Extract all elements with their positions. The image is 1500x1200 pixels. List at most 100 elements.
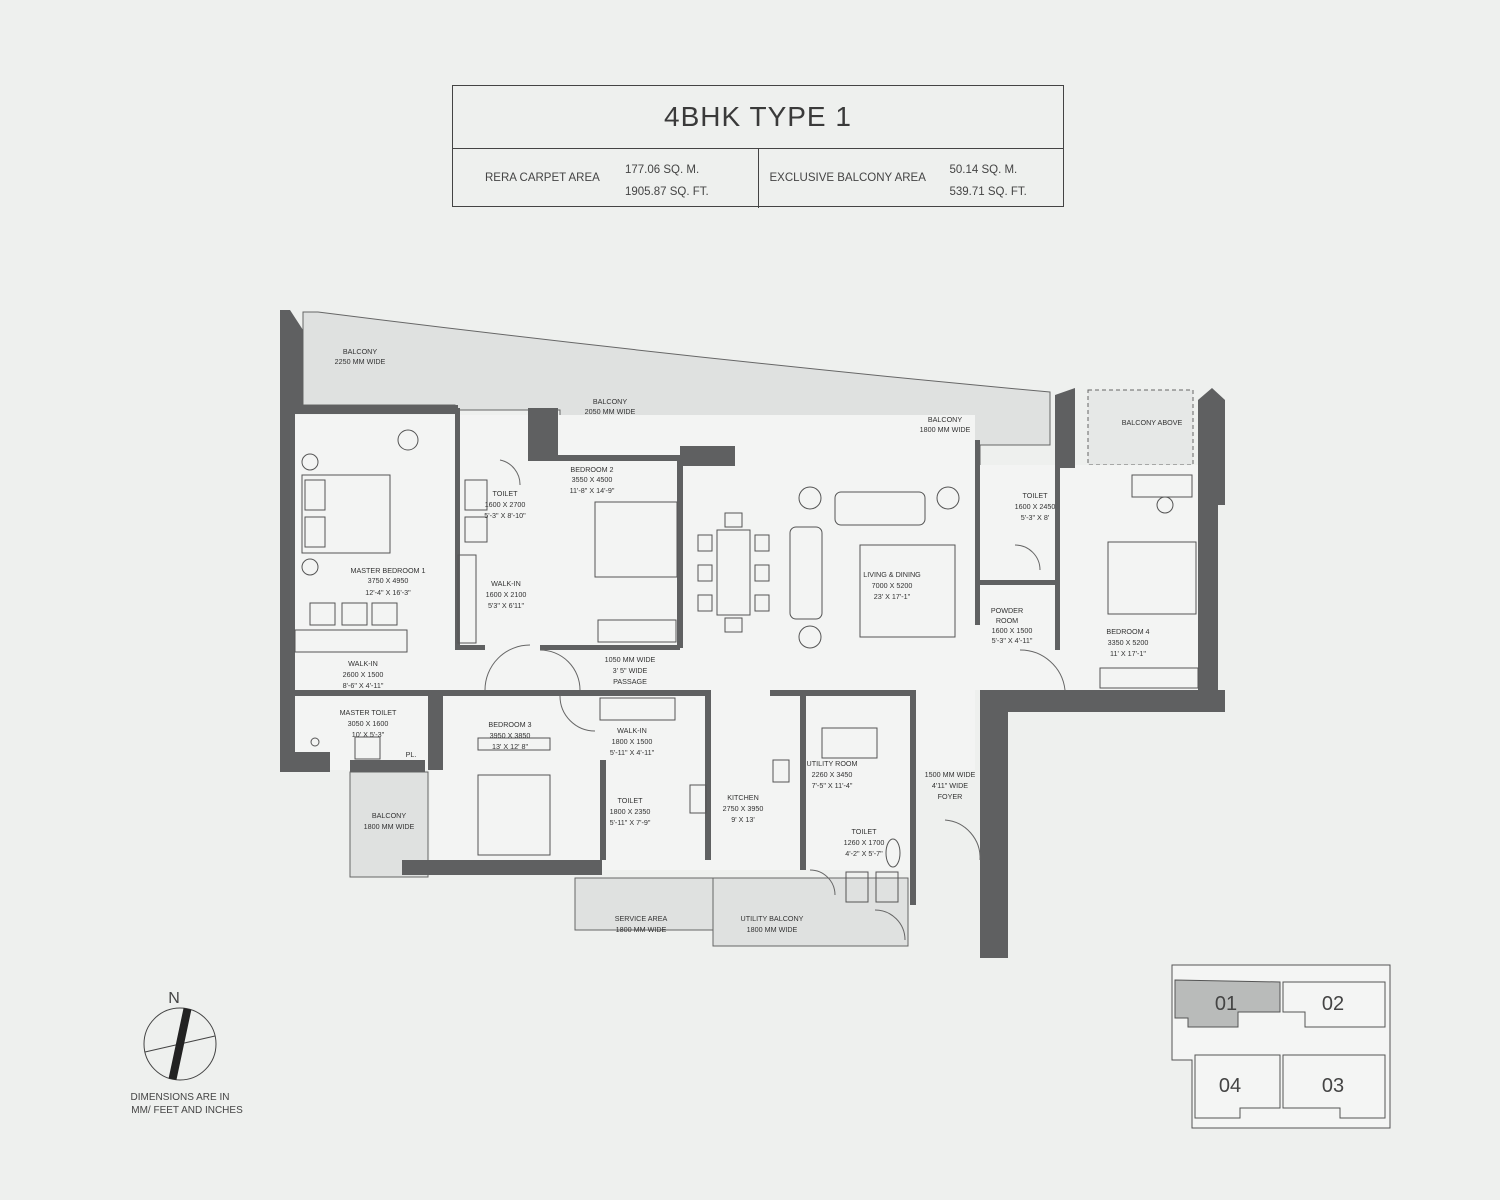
toilet-4-mm: 1600 X 2450	[1015, 502, 1056, 511]
utility-balcony-name: UTILITY BALCONY	[741, 914, 804, 923]
bedroom-2-name: BEDROOM 2	[570, 465, 613, 474]
key-unit-01-label: 01	[1215, 993, 1237, 1015]
bedroom-3-mm: 3950 X 3850	[490, 731, 531, 740]
toilet-3-ft: 5'-11" X 7'-9"	[610, 818, 651, 827]
utility-room-ft: 7'-5" X 11'-4"	[812, 781, 853, 790]
bed-3	[477, 774, 551, 856]
bedroom-4-name: BEDROOM 4	[1106, 627, 1149, 636]
balcony-bottom-left-size: 1800 MM WIDE	[364, 822, 415, 831]
key-unit-04-label: 04	[1219, 1075, 1241, 1097]
walkin-3-mm: 1800 X 1500	[612, 737, 653, 746]
balcony-right-name: BALCONY	[928, 415, 963, 424]
balcony-top-name: BALCONY	[343, 347, 378, 356]
toilet-u-name: TOILET	[851, 827, 877, 836]
toilet-3-mm: 1800 X 2350	[610, 807, 651, 816]
key-unit-02	[1282, 981, 1386, 1028]
balcony-right-size: 1800 MM WIDE	[920, 425, 971, 434]
bed-2	[594, 501, 678, 578]
kitchen-ft: 9' X 13'	[731, 815, 755, 824]
carpet-area-sqm: 177.06 SQ. M.	[625, 164, 700, 176]
key-plan: 01 02 04 03	[1171, 964, 1391, 1129]
utility-room-name: UTILITY ROOM	[807, 759, 858, 768]
bedroom-2-ft: 11'-8" X 14'-9"	[570, 486, 615, 495]
service-area-shape	[574, 877, 714, 931]
key-unit-02-label: 02	[1322, 993, 1344, 1015]
bedroom-4-mm: 3350 X 5200	[1108, 638, 1149, 647]
master-bed	[301, 474, 391, 554]
walkin-3-ft: 5'-11" X 4'-11"	[610, 748, 655, 757]
key-unit-03-label: 03	[1322, 1075, 1344, 1097]
compass: N DIMENSIONS ARE IN MM/ FEET AND INCHES	[131, 990, 244, 1116]
passage-line-3: PASSAGE	[613, 677, 647, 686]
powder-room-name: POWDER	[991, 606, 1023, 615]
walkin-master-ft: 8'-6" X 4'-11"	[343, 681, 384, 690]
balcony-above-name: BALCONY ABOVE	[1122, 418, 1183, 427]
living-dining-mm: 7000 X 5200	[872, 581, 913, 590]
carpet-area-cell: RERA CARPET AREA 177.06 SQ. M. 1905.87 S…	[453, 149, 758, 208]
balcony-mid-name: BALCONY	[593, 397, 628, 406]
toilet-3-name: TOILET	[617, 796, 643, 805]
service-area-size: 1800 MM WIDE	[616, 925, 667, 934]
sofa-left	[789, 526, 823, 620]
powder-room-name2: ROOM	[996, 616, 1018, 625]
toilet-4-ft: 5'-3" X 8'	[1021, 513, 1050, 522]
dimensions-note-line-1: DIMENSIONS ARE IN	[131, 1092, 230, 1103]
master-bedroom-mm: 3750 X 4950	[368, 576, 409, 585]
wall-right-pillar	[1055, 388, 1075, 468]
walls	[280, 310, 1225, 958]
balcony-above-shape	[1087, 389, 1194, 466]
powder-room-ft: 5'-3" X 4'-11"	[992, 636, 1033, 645]
walkin-3-name: WALK-IN	[617, 726, 647, 735]
north-label: N	[168, 990, 180, 1007]
walkin-1-name: WALK-IN	[491, 579, 521, 588]
utility-balcony-size: 1800 MM WIDE	[747, 925, 798, 934]
area-row: RERA CARPET AREA 177.06 SQ. M. 1905.87 S…	[453, 149, 1063, 208]
unit-type-title: 4BHK TYPE 1	[453, 86, 1063, 149]
door-swings	[484, 459, 1066, 941]
balcony-area-label: EXCLUSIVE BALCONY AREA	[769, 172, 926, 184]
carpet-area-sqft: 1905.87 SQ. FT.	[625, 186, 709, 198]
utility-balcony-shape	[712, 877, 909, 947]
toilet-1-mm: 1600 X 2700	[485, 500, 526, 509]
wall-left-pillar	[280, 310, 303, 405]
toilet-u-ft: 4'-2" X 5'-7"	[845, 849, 883, 858]
balcony-bottom-left-name: BALCONY	[372, 811, 407, 820]
balcony-area-sqft: 539.71 SQ. FT.	[949, 186, 1027, 198]
toilet-1-name: TOILET	[492, 489, 518, 498]
bed-4	[1107, 541, 1197, 615]
furniture	[294, 429, 1199, 903]
kitchen-mm: 2750 X 3950	[723, 804, 764, 813]
living-dining-ft: 23' X 17'-1"	[874, 592, 911, 601]
bedroom-3-name: BEDROOM 3	[488, 720, 531, 729]
balcony-area-sqm: 50.14 SQ. M.	[949, 164, 1018, 176]
service-area-name: SERVICE AREA	[615, 914, 668, 923]
compass-circle	[143, 1007, 217, 1081]
dining-table	[716, 529, 751, 616]
bedroom-4-ft: 11' X 17'-1"	[1110, 649, 1146, 658]
foyer-line-2: 4'11" WIDE	[932, 781, 968, 790]
powder-room-mm: 1600 X 1500	[992, 626, 1033, 635]
toilet-u-mm: 1260 X 1700	[844, 838, 885, 847]
carpet-area-values: 177.06 SQ. M. 1905.87 SQ. FT.	[625, 159, 709, 203]
balcony-area-values: 50.14 SQ. M. 539.71 SQ. FT.	[950, 159, 1027, 203]
compass-needle-icon	[168, 1007, 192, 1081]
master-bedroom-name: MASTER BEDROOM 1	[350, 566, 425, 575]
carpet-area-label: RERA CARPET AREA	[485, 172, 600, 184]
key-unit-01	[1174, 979, 1281, 1028]
utility-room-mm: 2260 X 3450	[812, 770, 853, 779]
passage-line-2: 3' 5" WIDE	[613, 666, 648, 675]
master-toilet-mm: 3050 X 1600	[348, 719, 389, 728]
foyer-line-3: FOYER	[938, 792, 963, 801]
living-rug	[859, 544, 956, 638]
walkin-master-name: WALK-IN	[348, 659, 378, 668]
wall-far-right-pillar	[1198, 388, 1225, 505]
foyer-line-1: 1500 MM WIDE	[925, 770, 976, 779]
balcony-bottom-left-shape	[349, 771, 429, 878]
toilet-4-name: TOILET	[1022, 491, 1048, 500]
interior-floor	[295, 415, 1200, 870]
sofa-top	[834, 491, 926, 526]
passage-line-1: 1050 MM WIDE	[605, 655, 656, 664]
balcony-mid-size: 2050 MM WIDE	[585, 407, 636, 416]
master-toilet-name: MASTER TOILET	[340, 708, 397, 717]
